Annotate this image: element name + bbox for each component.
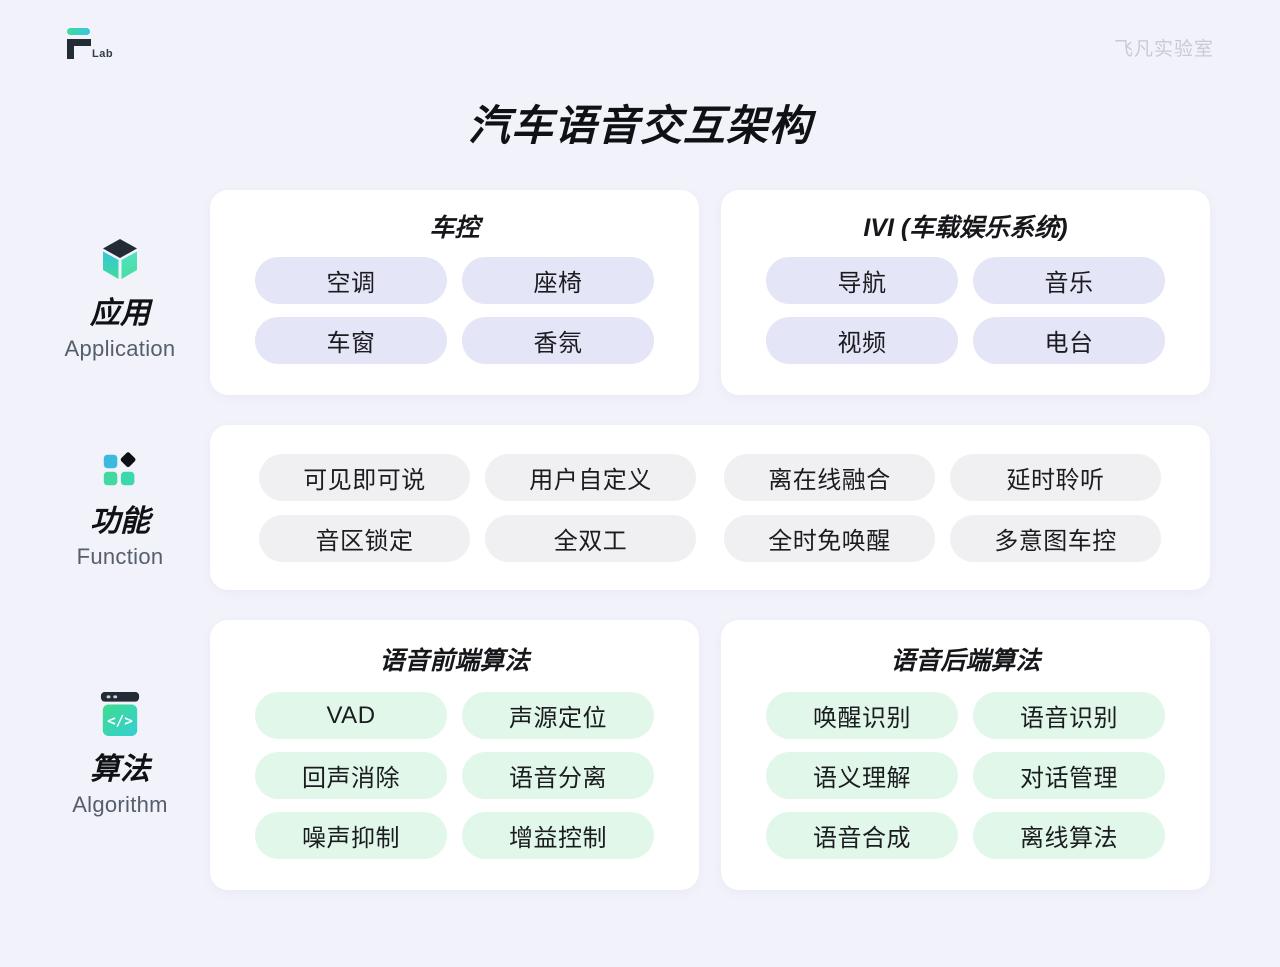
function-row: 可见即可说 用户自定义 音区锁定 全双工 离在线融合 延时聆听 全时免唤醒 多意…	[210, 425, 1210, 590]
card-speech-frontend: 语音前端算法 VAD 声源定位 回声消除 语音分离 噪声抑制 增益控制	[210, 620, 699, 890]
pill: 视频	[766, 317, 958, 364]
application-row: 车控 空调 座椅 车窗 香氛 IVI (车载娱乐系统) 导航 音乐 视频 电台	[210, 190, 1210, 395]
pill: VAD	[255, 692, 447, 739]
pill: 语音合成	[766, 812, 958, 859]
card-function: 可见即可说 用户自定义 音区锁定 全双工 离在线融合 延时聆听 全时免唤醒 多意…	[210, 425, 1210, 590]
pill: 对话管理	[973, 752, 1165, 799]
pill: 语义理解	[766, 752, 958, 799]
card-vehicle-control: 车控 空调 座椅 车窗 香氛	[210, 190, 699, 395]
pill: 香氛	[462, 317, 654, 364]
page-title: 汽车语音交互架构	[467, 102, 812, 149]
pill: 用户自定义	[485, 454, 696, 501]
pill: 全双工	[485, 515, 696, 562]
pill: 全时免唤醒	[724, 515, 935, 562]
pill: 增益控制	[462, 812, 654, 859]
pill: 音区锁定	[259, 515, 470, 562]
row-label-en: Algorithm	[72, 792, 168, 817]
card-title: 语音前端算法	[379, 647, 530, 675]
pill: 延时聆听	[950, 454, 1161, 501]
pill: 离在线融合	[724, 454, 935, 501]
pill: 语音识别	[973, 692, 1165, 739]
grid-diamond-icon	[103, 452, 136, 486]
row-label-zh: 应用	[90, 297, 150, 330]
row-label-application: 应用 Application	[45, 238, 195, 362]
pill: 电台	[973, 317, 1165, 364]
row-label-en: Function	[76, 544, 164, 569]
logo-lab-label: Lab	[92, 48, 114, 60]
pill: 多意图车控	[950, 515, 1161, 562]
pill: 可见即可说	[259, 454, 470, 501]
row-label-zh: 功能	[90, 505, 150, 538]
code-glyph: </>	[107, 713, 133, 729]
pill: 回声消除	[255, 752, 447, 799]
row-label-function: 功能 Function	[45, 452, 195, 570]
watermark-label: 飞凡实验室	[1113, 39, 1214, 60]
pill: 导航	[766, 257, 958, 304]
pill: 声源定位	[462, 692, 654, 739]
card-title: IVI (车载娱乐系统)	[863, 214, 1068, 242]
code-window-icon: </>	[100, 692, 140, 736]
card-title: 车控	[429, 214, 480, 242]
pill: 车窗	[255, 317, 447, 364]
card-title: 语音后端算法	[890, 647, 1041, 675]
brand-logo	[66, 26, 186, 62]
card-ivi: IVI (车载娱乐系统) 导航 音乐 视频 电台	[721, 190, 1210, 395]
f-logo-icon	[67, 28, 91, 59]
pill: 语音分离	[462, 752, 654, 799]
cube-icon	[103, 239, 137, 279]
row-label-en: Application	[64, 336, 176, 361]
card-speech-backend: 语音后端算法 唤醒识别 语音识别 语义理解 对话管理 语音合成 离线算法	[721, 620, 1210, 890]
pill: 唤醒识别	[766, 692, 958, 739]
pill: 空调	[255, 257, 447, 304]
pill: 噪声抑制	[255, 812, 447, 859]
pill: 音乐	[973, 257, 1165, 304]
row-label-algorithm: </> 算法 Algorithm	[45, 692, 195, 818]
pill: 座椅	[462, 257, 654, 304]
algorithm-row: 语音前端算法 VAD 声源定位 回声消除 语音分离 噪声抑制 增益控制 语音后端…	[210, 620, 1210, 890]
row-label-zh: 算法	[90, 753, 150, 786]
pill: 离线算法	[973, 812, 1165, 859]
